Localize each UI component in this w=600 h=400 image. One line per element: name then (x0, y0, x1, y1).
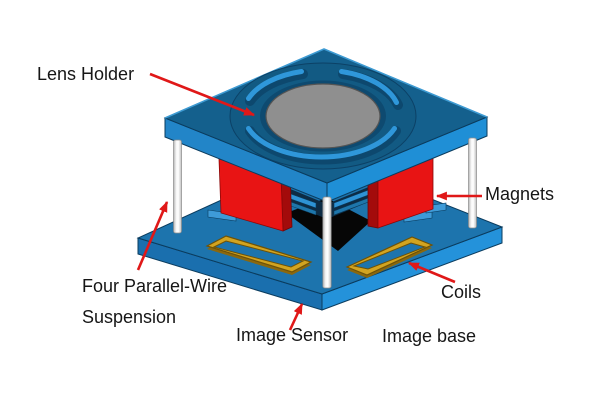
coils-arrow (407, 261, 456, 284)
coil-left (205, 235, 313, 275)
lens-opening (265, 83, 381, 149)
wire-right (468, 137, 477, 229)
label-image-base: Image base (382, 326, 477, 346)
label-suspension-line1: Four Parallel-Wire (82, 276, 228, 296)
lens-holder-arrow (149, 72, 256, 117)
label-image-sensor: Image Sensor (236, 325, 349, 345)
lens-holder-plate (163, 48, 489, 203)
suspension-arrow (136, 200, 169, 271)
wire-left (173, 139, 182, 234)
label-lens-holder: Lens Holder (37, 64, 135, 84)
image-sensor-arrow (288, 303, 304, 331)
label-coils: Coils (441, 282, 482, 302)
label-suspension: Four Parallel-Wire Suspension (82, 275, 227, 328)
label-suspension-line2: Suspension (82, 307, 177, 327)
bayonet-arc-ridges (245, 69, 403, 165)
suspension-wires (173, 137, 477, 289)
coil-right (345, 236, 434, 278)
label-magnets: Magnets (485, 184, 555, 204)
wire-front (322, 196, 332, 289)
